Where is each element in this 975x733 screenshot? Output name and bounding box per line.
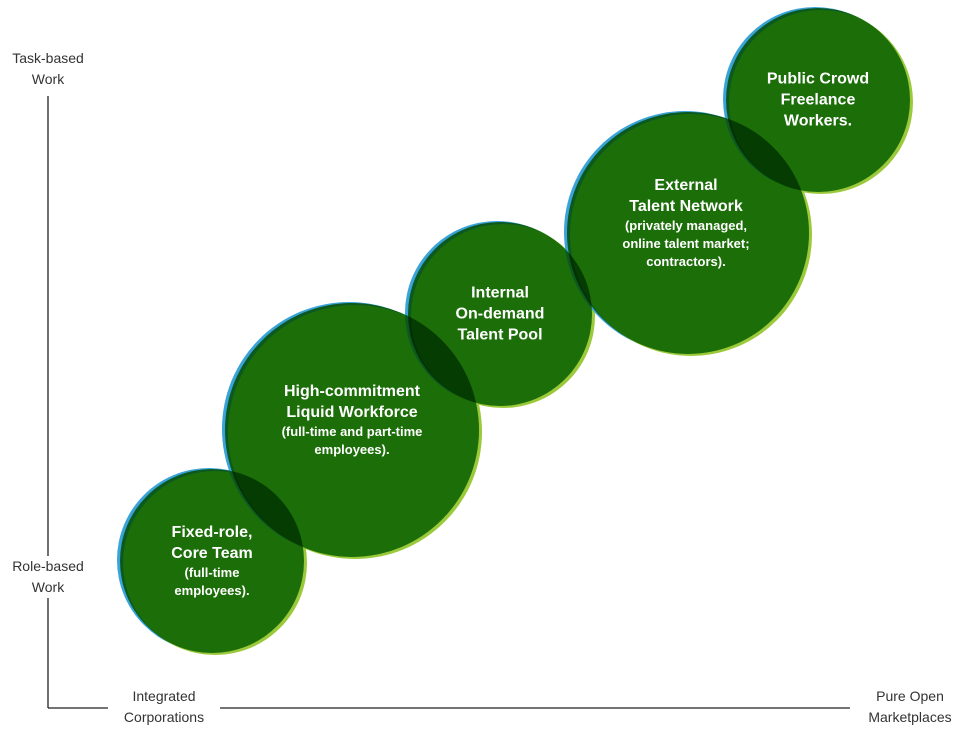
bubble-label-fixed-role-core-team: Fixed-role, Core Team (full-time employees)…	[171, 522, 253, 600]
bubble-title-line: Core Team	[171, 545, 253, 562]
y-axis-top-label: Task-based Work	[0, 48, 96, 90]
bubble-external-talent-network	[567, 112, 809, 354]
label-line: Role-based	[12, 558, 84, 574]
label-line: Integrated	[132, 688, 196, 704]
bubble-title-line: Talent Network	[629, 198, 743, 215]
label-line: Work	[31, 579, 65, 595]
label-line: Marketplaces	[868, 709, 952, 725]
bubble-title-line: On-demand	[455, 305, 545, 323]
bubble-subtitle-line: (full-time and part-time	[281, 424, 423, 439]
bubble-title-line: Freelance	[780, 91, 856, 109]
bubble-subtitle-line: employees).	[174, 583, 250, 598]
x-axis-right-label: Pure Open Marketplaces	[850, 686, 970, 728]
x-axis-left-label: Integrated Corporations	[108, 686, 220, 728]
bubble-subtitle-line: (full-time	[184, 565, 240, 580]
bubble-subtitle-line: employees).	[314, 442, 390, 457]
bubble-title-line: Talent Pool	[457, 326, 543, 344]
y-axis-bottom-label: Role-based Work	[0, 556, 96, 598]
bubble-title-line: Fixed-role,	[171, 524, 253, 541]
bubble-internal-on-demand-talent-pool	[408, 222, 592, 406]
label-line: Corporations	[123, 709, 205, 725]
label-line: Task-based	[12, 50, 84, 66]
bubble-subtitle-line: contractors).	[646, 254, 726, 269]
bubble-public-crowd-freelance-workers	[726, 8, 910, 192]
bubble-subtitle-line: (privately managed,	[624, 218, 748, 233]
label-line: Pure Open	[876, 688, 944, 704]
bubble-title-line: High-commitment	[284, 383, 420, 400]
bubble-title-line: Internal	[471, 284, 529, 302]
bubble-subtitle-line: online talent market;	[622, 236, 750, 251]
bubble-high-commitment-liquid-workforce	[225, 303, 479, 557]
label-line: Work	[31, 71, 65, 87]
bubble-title-line: External	[654, 177, 718, 194]
bubble-title-line: Workers.	[783, 112, 853, 130]
bubble-title-line: Public Crowd	[766, 70, 870, 88]
bubble-title-line: Liquid Workforce	[286, 404, 418, 421]
